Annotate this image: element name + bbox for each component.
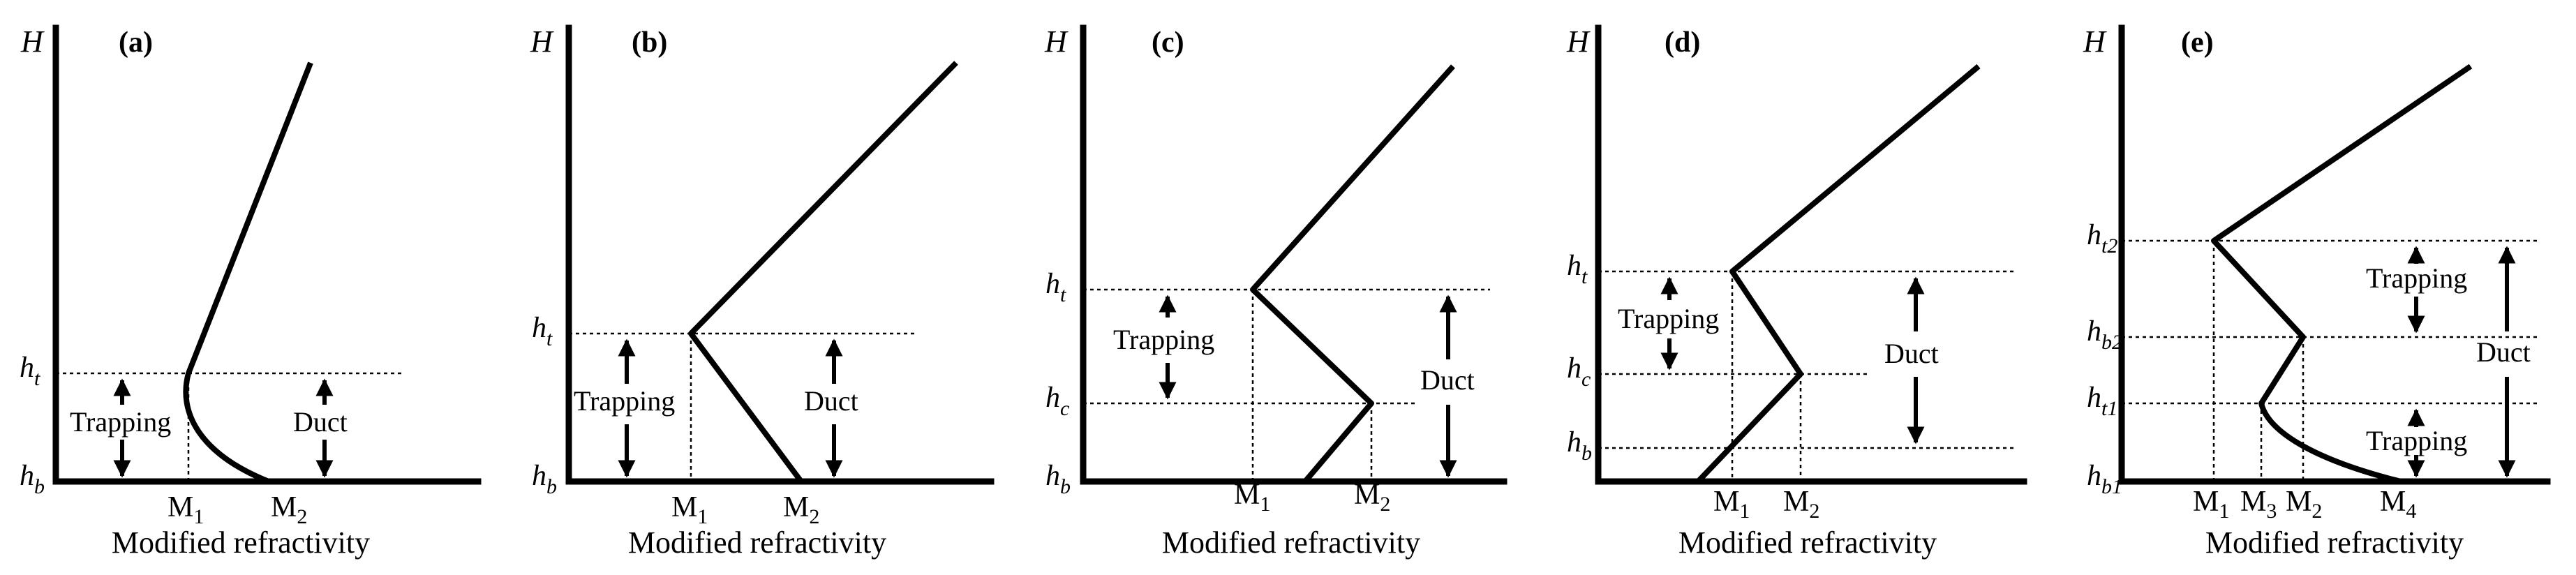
refractivity-profile: [1696, 64, 1981, 484]
h-tick-label: ht2: [2087, 219, 2117, 257]
h-tick-label: ht: [1567, 250, 1588, 288]
h-tick-label: hc: [1567, 352, 1591, 391]
panel-d: H (d) ht hc hb M1 M2 Trapping Duct Modif…: [1566, 24, 2027, 560]
h-tick-label: hb: [20, 460, 45, 498]
panel-tag: (a): [119, 27, 153, 59]
panel-b: H (b) ht hb M1 M2 Trapping Duct Modified…: [530, 24, 995, 560]
y-axis-label: H: [1566, 24, 1591, 59]
y-axis-label: H: [1044, 24, 1069, 59]
trapping-label: Trapping: [1618, 303, 1719, 334]
trapping-label: Trapping: [574, 385, 675, 417]
duct-label: Duct: [1884, 338, 1939, 369]
axes: [2118, 24, 2551, 485]
m-tick-label: M1: [2193, 486, 2229, 523]
trapping-label: Trapping: [2366, 262, 2467, 294]
x-axis-label: Modified refractivity: [2205, 525, 2464, 560]
x-axis-label: Modified refractivity: [1162, 525, 1420, 560]
axes: [52, 24, 482, 485]
refractivity-profile: [183, 61, 313, 484]
y-axis-label: H: [2083, 24, 2107, 59]
m-tick-label: M2: [1354, 479, 1390, 516]
m-tick-label: M2: [271, 491, 307, 528]
duct-label: Duct: [2476, 336, 2531, 368]
duct-label: Duct: [293, 406, 348, 438]
m-tick-label: M1: [671, 491, 708, 528]
refractivity-profile: [688, 61, 958, 484]
h-tick-label: ht: [20, 352, 40, 390]
h-tick-label: ht: [1045, 268, 1066, 306]
m-tick-label: M1: [1713, 486, 1750, 523]
trapping-label: Trapping: [70, 406, 171, 438]
duct-label: Duct: [804, 385, 858, 417]
h-tick-label: ht: [532, 312, 553, 350]
m-tick-label: M4: [2380, 486, 2416, 523]
h-tick-label: hb1: [2087, 460, 2122, 498]
x-axis-label: Modified refractivity: [1678, 525, 1937, 560]
trapping-label: Trapping: [1113, 324, 1214, 355]
axes: [1080, 24, 1507, 485]
panel-a: H (a) ht hb M1 M2 Trapping Duct Modified…: [20, 24, 482, 560]
y-axis-label: H: [20, 24, 45, 59]
h-tick-label: hb2: [2087, 315, 2122, 354]
m-tick-label: M2: [783, 491, 819, 528]
x-axis-label: Modified refractivity: [628, 525, 886, 560]
m-tick-label: M1: [1234, 479, 1270, 516]
duct-label: Duct: [1420, 364, 1475, 396]
trapping-label: Trapping: [2366, 425, 2467, 456]
y-axis-label: H: [530, 24, 554, 59]
panel-tag: (e): [2181, 27, 2214, 59]
h-tick-label: hb: [532, 460, 557, 498]
m-tick-label: M3: [2240, 486, 2277, 523]
h-tick-label: hb: [1567, 426, 1592, 465]
h-tick-label: hc: [1045, 382, 1069, 420]
axes: [565, 24, 995, 485]
h-tick-label: hb: [1045, 460, 1071, 498]
panel-tag: (c): [1152, 27, 1184, 59]
panel-tag: (d): [1665, 27, 1700, 59]
panel-c: H (c) ht hc hb M1 M2 Trapping Duct Modif…: [1044, 24, 1507, 560]
refractivity-profile: [2211, 64, 2473, 484]
m-tick-label: M2: [1783, 486, 1819, 523]
axes: [1595, 24, 2027, 485]
x-axis-label: Modified refractivity: [112, 525, 370, 560]
h-tick-label: ht1: [2087, 382, 2117, 420]
m-tick-label: M1: [167, 491, 204, 528]
refractivity-profile: [1250, 64, 1455, 484]
panel-tag: (b): [632, 27, 667, 59]
panel-e: H (e) ht2 hb2 ht1 hb1 M1 M3 M2 M4 Trappi…: [2083, 24, 2551, 560]
m-tick-label: M2: [2286, 486, 2322, 523]
